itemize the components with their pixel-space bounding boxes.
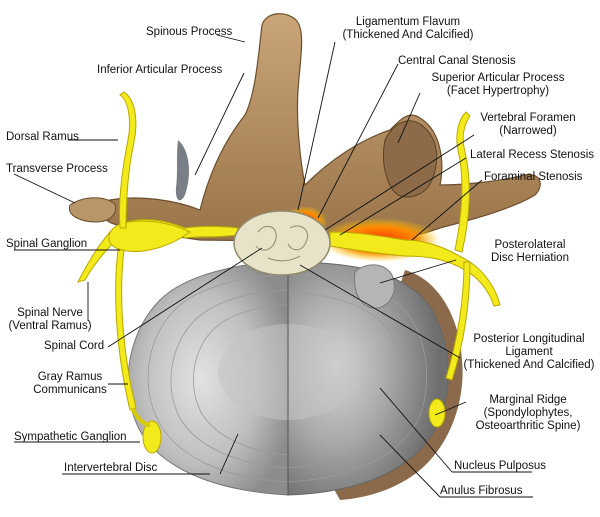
dorsal-ramus-left xyxy=(118,91,137,229)
label-sympathetic-ganglion: Sympathetic Ganglion xyxy=(14,431,127,443)
sympathetic-ganglion-left xyxy=(142,420,162,454)
label-gray-ramus-communicans: Gray Ramus Communicans xyxy=(33,371,107,396)
label-anulus-fibrosus: Anulus Fibrosus xyxy=(440,485,523,497)
label-ligamentum-flavum: Ligamentum Flavum (Thickened And Calcifi… xyxy=(342,16,474,41)
label-foraminal-stenosis: Foraminal Stenosis xyxy=(484,171,583,183)
label-spinous-process: Spinous Process xyxy=(146,26,233,38)
gray-ramus-left xyxy=(115,249,137,411)
label-vertebral-foramen: Vertebral Foramen (Narrowed) xyxy=(480,112,576,137)
transverse-process-left xyxy=(68,197,117,223)
label-spinal-nerve: Spinal Nerve (Ventral Ramus) xyxy=(8,307,92,332)
label-lateral-recess-stenosis: Lateral Recess Stenosis xyxy=(470,149,595,161)
label-spinal-ganglion: Spinal Ganglion xyxy=(6,238,88,250)
label-intervertebral-disc: Intervertebral Disc xyxy=(64,462,158,474)
label-superior-articular-process: Superior Articular Process (Facet Hypert… xyxy=(431,72,565,97)
leader-lines xyxy=(13,34,533,498)
label-inferior-articular-process: Inferior Articular Process xyxy=(97,64,223,76)
gray-ramus-right xyxy=(445,261,471,381)
label-dorsal-ramus: Dorsal Ramus xyxy=(6,131,79,143)
label-posterolateral-disc-herniation: Posterolateral Disc Herniation xyxy=(491,239,569,264)
inferior-articular-facet xyxy=(175,140,190,201)
spinal-nerve-right xyxy=(329,231,501,307)
label-transverse-process: Transverse Process xyxy=(6,163,108,175)
label-marginal-ridge: Marginal Ridge (Spondylophytes, Osteoart… xyxy=(475,394,581,432)
spinal-cord-shape xyxy=(233,210,331,276)
spinal-ganglion-left xyxy=(108,220,191,252)
label-posterior-longitudinal-ligament: Posterior Longitudinal Ligament (Thicken… xyxy=(463,333,595,371)
label-nucleus-pulposus: Nucleus Pulposus xyxy=(454,460,547,472)
label-spinal-cord: Spinal Cord xyxy=(44,340,105,352)
label-central-canal-stenosis: Central Canal Stenosis xyxy=(398,55,516,67)
superior-articular-process-shape xyxy=(383,120,438,198)
nerves xyxy=(77,91,501,454)
dorsal-ramus-right xyxy=(454,111,471,253)
